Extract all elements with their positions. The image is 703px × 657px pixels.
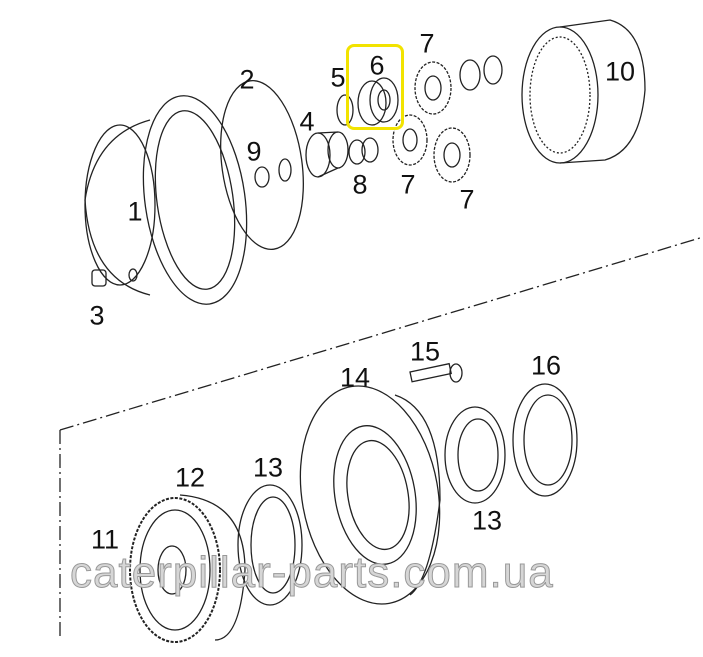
watermark: caterpillar-parts.com.ua [70,548,554,598]
part-9-washer [254,158,292,188]
part-2-gasket [220,79,304,251]
label-1: 1 [127,196,143,227]
label-2: 2 [239,64,255,95]
part-16-seal [512,383,578,497]
part-6-gear [357,77,399,126]
label-6: 6 [369,50,385,81]
part-3-plug [91,268,138,287]
label-3: 3 [89,300,105,331]
label-14: 14 [339,362,371,393]
label-8: 8 [352,169,368,200]
part-14-hub [299,385,441,605]
label-12: 12 [174,462,206,493]
part-11-gear-plate [129,497,221,643]
label-13: 13 [252,452,284,483]
part-12-snap-ring [179,494,246,641]
label-11: 11 [90,524,120,555]
label-10: 10 [604,56,636,87]
label-4: 4 [299,106,315,137]
label-13: 13 [471,505,503,536]
label-9: 9 [246,136,262,167]
label-7: 7 [459,184,475,215]
part-8-bearing [348,137,379,165]
label-5: 5 [330,62,346,93]
label-7: 7 [419,28,435,59]
part-4-gear [305,131,349,178]
section-divider [59,237,701,431]
label-16: 16 [530,350,562,381]
part-10-ring-gear [521,19,646,164]
label-15: 15 [409,336,441,367]
highlight-box-part-6 [346,44,404,130]
part-13-bearings [237,406,506,606]
part-5-washer [336,94,354,126]
part-15-bolt [409,362,463,383]
label-7: 7 [400,169,416,200]
part-7-gears [392,55,503,183]
part-1-housing [84,95,248,305]
